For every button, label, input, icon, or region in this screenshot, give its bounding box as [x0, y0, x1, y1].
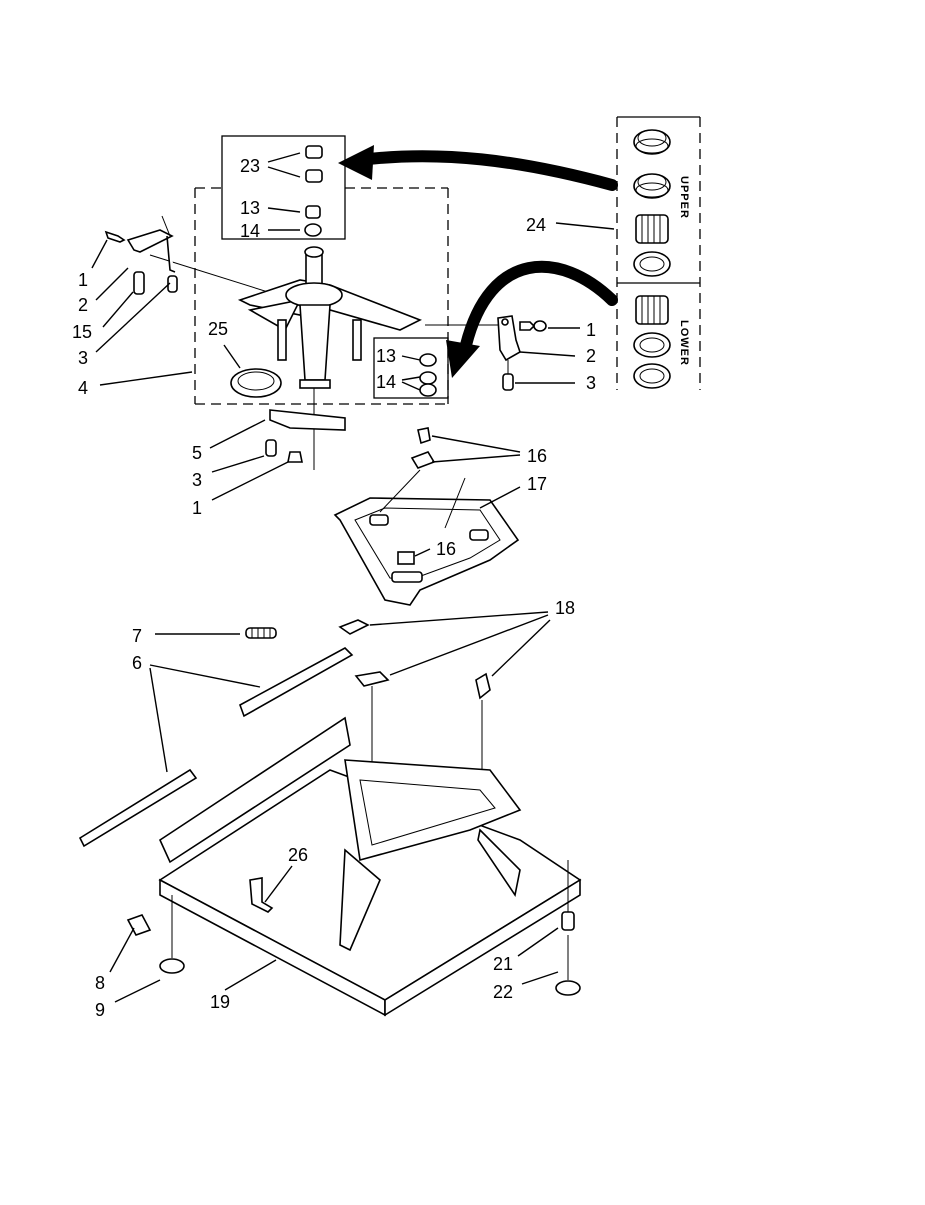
- bearing-ring: [633, 129, 671, 155]
- suspension-assembly: [149, 246, 510, 470]
- strap-upper: [239, 647, 354, 718]
- callout-2: 2: [586, 346, 596, 366]
- bearing-washer: [633, 251, 671, 277]
- lower-bearing-arrow: [446, 260, 618, 378]
- lower-bushing-box: [373, 337, 449, 399]
- upper-label: UPPER: [678, 176, 690, 219]
- callout-9: 9: [95, 1000, 105, 1020]
- callout-4: 4: [78, 378, 88, 398]
- callout-17: 17: [527, 474, 547, 494]
- callout-25: 25: [208, 319, 228, 339]
- upper-bearing-arrow: [338, 145, 618, 191]
- callout-8: 8: [95, 973, 105, 993]
- callout-16: 16: [436, 539, 456, 559]
- callout-5: 5: [192, 443, 202, 463]
- bearing-washer: [633, 363, 671, 389]
- callout-14: 14: [240, 221, 260, 241]
- callout-19: 19: [210, 992, 230, 1012]
- callout-21: 21: [493, 954, 513, 974]
- strap-lower: [78, 768, 198, 848]
- callout-3: 3: [192, 470, 202, 490]
- mounting-plate: [333, 427, 520, 606]
- bearing-kit-panel: UPPER LOWER: [616, 116, 701, 390]
- callout-23: 23: [240, 156, 260, 176]
- bracket-strip: [265, 409, 346, 463]
- bearing-gear: [635, 295, 669, 325]
- left-bracket-parts: [104, 215, 178, 295]
- clip-parts: [338, 619, 491, 780]
- callout-6: 6: [132, 653, 142, 673]
- callout-14: 14: [376, 372, 396, 392]
- bearing-gear: [635, 214, 669, 244]
- callout-13: 13: [376, 346, 396, 366]
- callout-13: 13: [240, 198, 260, 218]
- callout-22: 22: [493, 982, 513, 1002]
- bearing-washer: [633, 332, 671, 358]
- bearing-ring: [633, 173, 671, 199]
- callout-18: 18: [555, 598, 575, 618]
- spring: [245, 627, 277, 639]
- leveling-leg-left: [126, 895, 185, 974]
- callout-labels: 23 13 14 1 2 15 3 4 25 24 13 14 1 2 3 5 …: [72, 156, 596, 1020]
- callout-26: 26: [288, 845, 308, 865]
- leader-lines: [91, 152, 615, 1003]
- lower-label: LOWER: [678, 320, 690, 366]
- leveling-leg-right: [555, 860, 581, 996]
- seal-ring: [230, 368, 282, 398]
- callout-24: 24: [526, 215, 546, 235]
- callout-15: 15: [72, 322, 92, 342]
- right-bracket-parts: [497, 315, 547, 391]
- callout-2: 2: [78, 295, 88, 315]
- callout-1: 1: [192, 498, 202, 518]
- callout-1: 1: [78, 270, 88, 290]
- callout-7: 7: [132, 626, 142, 646]
- callout-1: 1: [586, 320, 596, 340]
- base-frame: [158, 716, 582, 1017]
- callout-3: 3: [586, 373, 596, 393]
- callout-3: 3: [78, 348, 88, 368]
- callout-16: 16: [527, 446, 547, 466]
